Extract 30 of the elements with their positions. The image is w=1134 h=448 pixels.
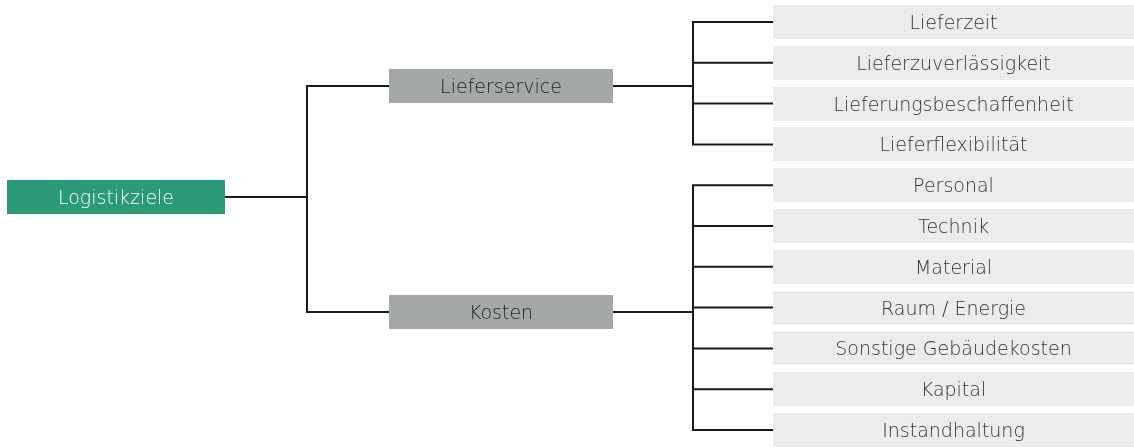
leaf-box [773, 5, 1134, 39]
leaf-box [773, 290, 1134, 325]
connector-line [224, 196, 390, 313]
node-label: Lieferungsbeschaffenheit [833, 92, 1074, 115]
leaf-box [773, 249, 1134, 284]
category-box [389, 295, 613, 329]
leaf-box [773, 413, 1134, 447]
node-label: Material [914, 255, 993, 278]
connector-line [612, 311, 774, 431]
leaf-box [773, 45, 1134, 80]
node-label: Kosten [468, 301, 534, 323]
node-label: Kapital [920, 378, 987, 401]
node-label: Lieferflexibilität [879, 133, 1028, 156]
node-label: Lieferzuverlässigkeit [856, 51, 1051, 74]
leaf-box [773, 372, 1134, 407]
category-box [389, 69, 613, 103]
leaf-box [773, 86, 1134, 121]
leaf-box [773, 127, 1134, 162]
node-label: Personal [913, 174, 994, 197]
node-label: Technik [918, 215, 989, 237]
leaf-box [773, 168, 1134, 203]
node-label: Lieferservice [440, 75, 562, 97]
node-label: Lieferzeit [909, 11, 998, 33]
root-box [7, 180, 225, 214]
leaf-box [773, 331, 1134, 366]
node-label: Raum / Energie [880, 296, 1026, 319]
node-label: Logistikziele [57, 186, 175, 208]
node-label: Instandhaltung [882, 419, 1025, 441]
node-label: Sonstige Gebäudekosten [835, 337, 1072, 360]
leaf-box [773, 209, 1134, 243]
